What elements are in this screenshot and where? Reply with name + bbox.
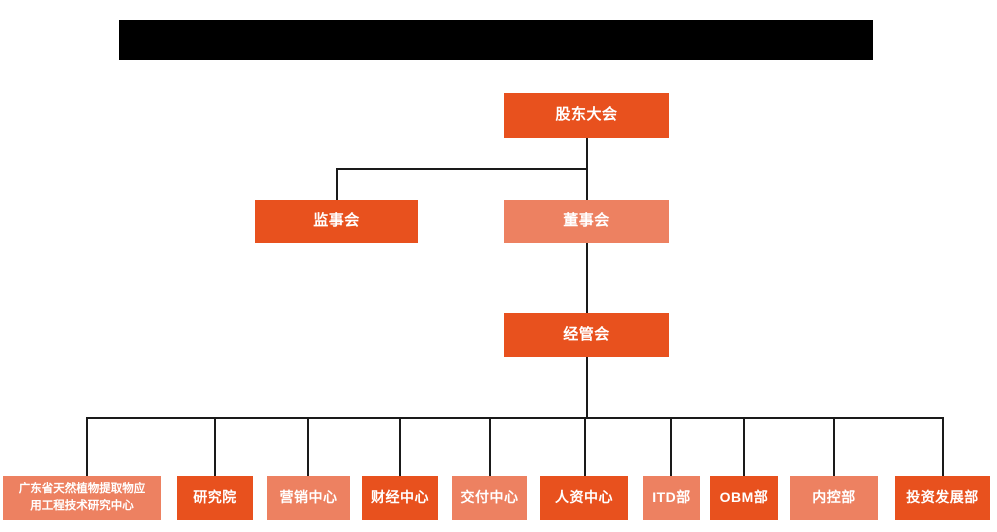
connector-departments-bus [86, 417, 943, 419]
node-institute[interactable]: 研究院 [177, 476, 253, 520]
redacted-title-bar [119, 20, 873, 60]
connector-drop-delivery [489, 417, 491, 476]
node-label: 董事会 [563, 212, 610, 230]
node-label: 交付中心 [460, 489, 519, 506]
node-label: 经管会 [563, 325, 610, 343]
connector-to-supervisors [336, 168, 338, 200]
node-investment-development[interactable]: 投资发展部 [895, 476, 990, 520]
node-hr[interactable]: 人资中心 [540, 476, 628, 520]
node-rd-center[interactable]: 广东省天然植物提取物应 用工程技术研究中心 [3, 476, 161, 520]
node-label: 投资发展部 [906, 489, 979, 506]
node-label: 股东大会 [555, 106, 618, 124]
connector-directors-down [586, 243, 588, 313]
node-obm[interactable]: OBM部 [710, 476, 778, 520]
node-label: 监事会 [313, 212, 360, 230]
node-label: ITD部 [652, 489, 691, 506]
connector-drop-investment [942, 417, 944, 476]
node-label: OBM部 [719, 489, 769, 506]
node-label: 财经中心 [371, 489, 429, 506]
connector-level1-bus [336, 168, 588, 170]
node-label: 研究院 [193, 489, 237, 506]
connector-to-directors [586, 168, 588, 200]
node-delivery[interactable]: 交付中心 [452, 476, 527, 520]
connector-drop-hr [584, 417, 586, 476]
node-label: 营销中心 [279, 489, 338, 506]
node-itd[interactable]: ITD部 [643, 476, 700, 520]
connector-drop-internal-ctrl [833, 417, 835, 476]
connector-drop-finance [399, 417, 401, 476]
node-label: 内控部 [812, 489, 856, 506]
connector-drop-rd-center [86, 417, 88, 476]
connector-drop-obm [743, 417, 745, 476]
node-supervisors[interactable]: 监事会 [255, 200, 418, 243]
node-management[interactable]: 经管会 [504, 313, 669, 357]
connector-drop-institute [214, 417, 216, 476]
connector-management-down [586, 357, 588, 417]
node-internal-control[interactable]: 内控部 [790, 476, 878, 520]
connector-shareholders-down [586, 138, 588, 170]
node-directors[interactable]: 董事会 [504, 200, 669, 243]
connector-drop-itd [670, 417, 672, 476]
node-shareholders[interactable]: 股东大会 [504, 93, 669, 138]
node-label: 人资中心 [555, 489, 613, 506]
node-finance[interactable]: 财经中心 [362, 476, 438, 520]
node-marketing[interactable]: 营销中心 [267, 476, 350, 520]
node-label: 广东省天然植物提取物应 用工程技术研究中心 [18, 483, 146, 512]
connector-drop-marketing [307, 417, 309, 476]
